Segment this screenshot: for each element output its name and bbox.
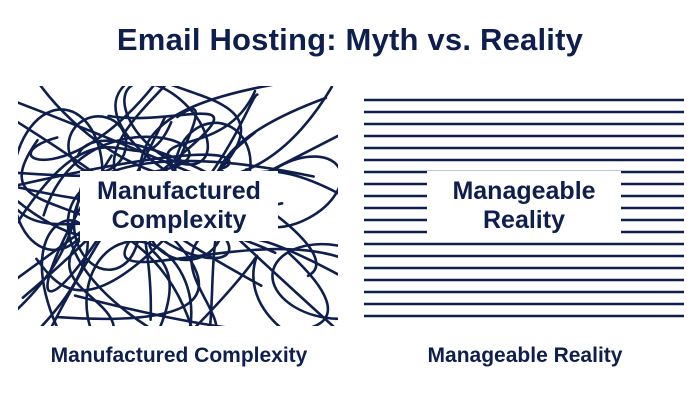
manageable-reality-caption: Manageable Reality: [427, 344, 623, 367]
tangle-curve: [112, 86, 263, 287]
tangle-curve: [29, 86, 155, 162]
tangle-curve: [66, 159, 315, 326]
tangle-loop: [67, 115, 128, 174]
tangle-curve: [194, 254, 281, 326]
manageable-reality-label-box: Manageable Reality: [427, 171, 621, 241]
manufactured-complexity-label-box: Manufactured Complexity: [80, 171, 278, 241]
tangle-curve: [18, 120, 173, 225]
tangle-curve: [39, 86, 334, 181]
parallel-lines-graphic: [364, 98, 684, 318]
manageable-reality-panel: Manageable Reality: [364, 86, 684, 326]
manufactured-complexity-panel: Manufactured Complexity: [18, 86, 338, 326]
manufactured-complexity-caption: Manufactured Complexity: [50, 344, 308, 367]
tangle-curve: [73, 251, 329, 326]
page-title: Email Hosting: Myth vs. Reality: [116, 22, 584, 57]
right-box-line1: Manageable: [452, 177, 596, 206]
tangle-loop: [123, 86, 210, 166]
left-box-line1: Manufactured: [97, 177, 261, 206]
left-box-line2: Complexity: [111, 206, 247, 234]
tangle-loop: [271, 242, 338, 321]
right-box-line2: Reality: [483, 206, 565, 234]
tangle-loop: [85, 239, 193, 326]
